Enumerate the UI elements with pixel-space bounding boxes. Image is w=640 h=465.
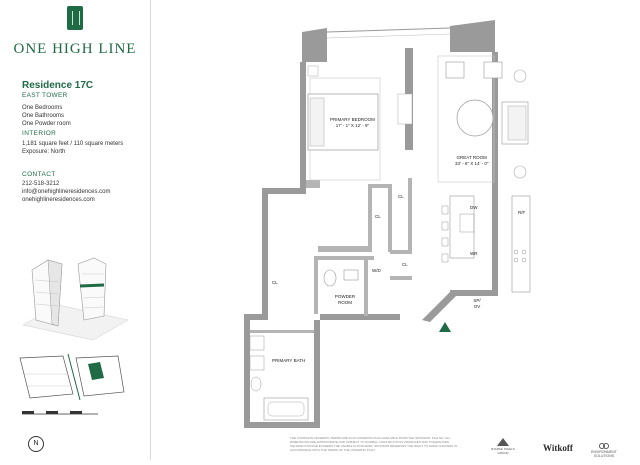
brand-name: ONE HIGH LINE: [13, 41, 137, 57]
interior-area: 1,181 square feet / 110 square meters: [22, 141, 124, 147]
label-washer-dryer: W/D: [372, 268, 381, 273]
partner-logo-icon: [599, 443, 609, 449]
contact-heading: CONTACT: [22, 171, 56, 178]
room-label-powder-room: POWDER ROOM: [334, 294, 356, 305]
north-compass-icon: N: [28, 436, 44, 452]
label-steam-oven: SP/ OV: [473, 298, 481, 309]
contact-details: 212-518-3212 info@onehighlineresidences.…: [22, 180, 110, 204]
contact-phone[interactable]: 212-518-3212: [22, 181, 60, 187]
sidebar-panel: ONE HIGH LINE Residence 17C EAST TOWER O…: [0, 0, 150, 460]
label-refrigerator: R/F: [518, 210, 526, 215]
room-label-closet: CL: [398, 194, 404, 199]
developer-credit: Witkoff: [543, 443, 573, 453]
room-label-closet: CL: [272, 280, 278, 285]
room-label-primary-bath: PRIMARY BATH: [272, 358, 306, 363]
label-wine-refrigerator: WR: [470, 251, 478, 256]
residence-title: Residence 17C: [22, 80, 94, 91]
entry-marker-icon: [439, 322, 451, 332]
site-map: [19, 353, 125, 401]
building-location-illustration: [22, 257, 129, 340]
room-count-list: One Bedrooms One Bathrooms One Powder ro…: [22, 104, 71, 128]
contact-email[interactable]: info@onehighlineresidences.com: [22, 189, 111, 195]
label-dishwasher: DW: [470, 205, 478, 210]
interior-details: 1,181 square feet / 110 square meters Ex…: [22, 140, 123, 156]
interior-heading: INTERIOR: [22, 130, 57, 137]
floor-plan-drawing: [244, 20, 531, 428]
room-count-item: One Bedrooms: [22, 105, 63, 111]
room-label-closet: CL: [375, 214, 381, 219]
tower-label: EAST TOWER: [22, 92, 68, 99]
legal-disclaimer: THE COMPLETE OFFERING TERMS ARE IN AN OF…: [290, 436, 457, 452]
scale-bar-icon: [22, 411, 98, 415]
contact-website[interactable]: onehighlineresidences.com: [22, 197, 95, 203]
logo-mark-icon: [67, 6, 83, 30]
room-count-item: One Powder room: [22, 121, 71, 127]
architect-logo-icon: [497, 438, 509, 446]
room-label-great-room: GREAT ROOM 33' - 6" X 14' - 0": [455, 155, 489, 166]
logo: ONE HIGH LINE: [0, 6, 150, 58]
partner-credit: ENVIRONMENT SOLUTIONS: [584, 443, 624, 458]
room-count-item: One Bathrooms: [22, 113, 65, 119]
architect-credit: BJARKE INGELS GROUP: [488, 438, 518, 455]
room-label-primary-bedroom: PRIMARY BEDROOM 17' - 1" X 12' - 9": [330, 117, 375, 128]
panel-divider: [150, 0, 151, 460]
floor-plan: PRIMARY BEDROOM 17' - 1" X 12' - 9" GREA…: [150, 0, 640, 460]
interior-exposure: Exposure: North: [22, 149, 66, 155]
room-label-closet: CL: [402, 262, 408, 267]
